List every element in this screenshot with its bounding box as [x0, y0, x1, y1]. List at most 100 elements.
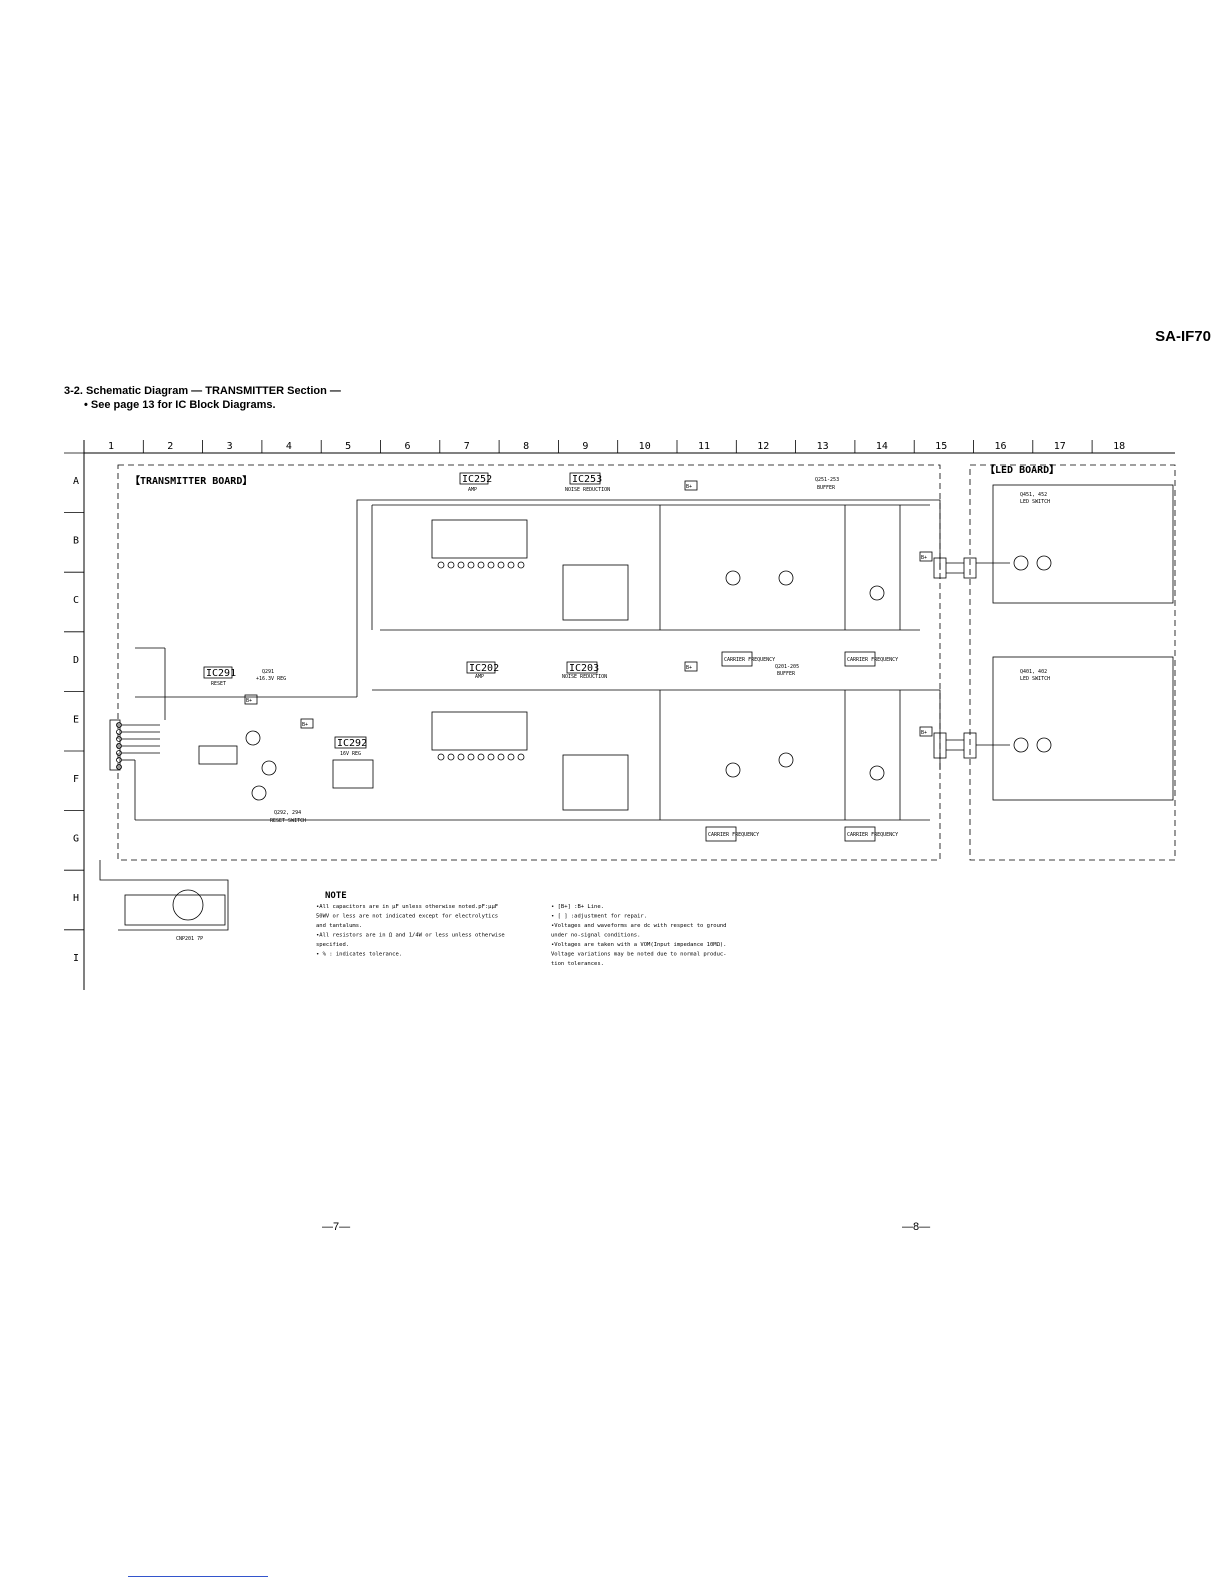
bplus-marker: B+	[919, 551, 933, 562]
svg-text:B+: B+	[302, 722, 308, 728]
svg-text:B+: B+	[921, 555, 927, 561]
note-line: 50WV or less are not indicated except fo…	[316, 914, 498, 920]
q401-label: Q401, 402	[1020, 669, 1047, 675]
ic292-label: IC292 16V REG	[334, 736, 367, 757]
grid-row-label: F	[73, 774, 79, 785]
grid-column-label: 16	[994, 441, 1006, 452]
page-number-left: —7—	[322, 1221, 351, 1233]
model-number: SA-IF70	[1155, 328, 1211, 345]
ic252-label: IC252 AMP	[459, 472, 492, 493]
grid-column-label: 15	[935, 441, 947, 452]
grid-column-label: 8	[523, 441, 529, 452]
q201-role: BUFFER	[777, 671, 796, 677]
note-line: •All resistors are in Ω and 1/4W or less…	[316, 933, 505, 939]
grid-row-label: E	[73, 714, 79, 725]
footer-rule	[128, 1576, 268, 1577]
svg-text:NOISE REDUCTION: NOISE REDUCTION	[562, 674, 607, 680]
note-line: •All capacitors are in μF unless otherwi…	[316, 904, 498, 910]
grid-row-label: G	[73, 834, 79, 845]
grid-column-label: 9	[582, 441, 588, 452]
grid-column-label: 7	[464, 441, 470, 452]
grid-column-label: 3	[227, 441, 233, 452]
svg-text:IC203: IC203	[569, 663, 599, 674]
grid-column-label: 10	[639, 441, 651, 452]
svg-text:IC252: IC252	[462, 474, 492, 485]
led-board-label: 【LED BOARD】	[985, 463, 1059, 476]
svg-text:CARRIER FREQUENCY: CARRIER FREQUENCY	[847, 657, 898, 663]
q291-label: Q291	[262, 669, 274, 675]
ic253-label: IC253 NOISE REDUCTION	[565, 472, 610, 493]
svg-text:16V REG: 16V REG	[340, 751, 361, 757]
grid-column-label: 13	[817, 441, 829, 452]
page-number-right: —8—	[902, 1221, 931, 1233]
ic203-label: IC203 NOISE REDUCTION	[562, 661, 607, 680]
note-line: • % : indicates tolerance.	[316, 952, 402, 958]
q292-role: RESET SWITCH	[270, 818, 306, 824]
note-line: tion tolerances.	[551, 961, 604, 967]
svg-text:AMP: AMP	[468, 487, 477, 493]
ic291-label: IC291 RESET	[203, 666, 236, 687]
note-line: and tantalums.	[316, 923, 362, 929]
q451-role: LED SWITCH	[1020, 499, 1050, 505]
carrier-frequency-box: CARRIER FREQUENCY	[721, 651, 775, 667]
note-line: •Voltages and waveforms are dc with resp…	[551, 923, 727, 929]
grid-column-label: 6	[404, 441, 410, 452]
svg-text:RESET: RESET	[211, 681, 226, 687]
transmitter-board-label: 【TRANSMITTER BOARD】	[130, 474, 252, 487]
section-subtitle: • See page 13 for IC Block Diagrams.	[84, 399, 276, 411]
note-heading: NOTE	[325, 891, 347, 901]
bplus-marker: B+	[684, 480, 698, 491]
q451-label: Q451, 452	[1020, 492, 1047, 498]
bplus-marker: B+	[244, 694, 258, 705]
grid-column-label: 1	[108, 441, 114, 452]
svg-text:IC291: IC291	[206, 668, 236, 679]
svg-text:IC253: IC253	[572, 474, 602, 485]
carrier-frequency-box: CARRIER FREQUENCY	[705, 826, 759, 842]
note-line: under no-signal conditions.	[551, 933, 640, 939]
svg-text:B+: B+	[686, 665, 692, 671]
q251-label: Q251-253	[815, 477, 839, 483]
carrier-frequency-box: CARRIER FREQUENCY	[844, 826, 898, 842]
note-line: •Voltages are taken with a VOM(Input imp…	[551, 942, 727, 948]
grid-column-label: 2	[167, 441, 173, 452]
grid-row-label: I	[73, 953, 79, 964]
bplus-marker: B+	[300, 718, 314, 729]
note-line: Voltage variations may be noted due to n…	[551, 952, 727, 958]
grid-column-label: 12	[757, 441, 769, 452]
grid-column-label: 18	[1113, 441, 1125, 452]
q251-role: BUFFER	[817, 485, 836, 491]
svg-text:B+: B+	[686, 484, 692, 490]
carrier-frequency-box: CARRIER FREQUENCY	[844, 651, 898, 667]
grid-column-label: 11	[698, 441, 710, 452]
svg-text:B+: B+	[921, 730, 927, 736]
grid-column-label: 17	[1054, 441, 1066, 452]
note-line: • [B+] :B+ Line.	[551, 904, 604, 910]
grid-column-label: 5	[345, 441, 351, 452]
section-title: 3-2. Schematic Diagram — TRANSMITTER Sec…	[64, 385, 341, 397]
svg-text:AMP: AMP	[475, 674, 484, 680]
ic202-label: IC202 AMP	[466, 661, 499, 680]
svg-text:IC202: IC202	[469, 663, 499, 674]
note-line: specified.	[316, 942, 349, 948]
notes-right-column: • [B+] :B+ Line. • [ ] :adjustment for re…	[551, 904, 727, 967]
q201-label: Q201-205	[775, 664, 799, 670]
notes-left-column: •All capacitors are in μF unless otherwi…	[316, 904, 505, 958]
svg-text:B+: B+	[246, 698, 252, 704]
grid-row-label: A	[73, 476, 79, 487]
bplus-marker: B+	[684, 661, 698, 672]
note-line: • [ ] :adjustment for repair.	[551, 914, 647, 920]
grid-row-label: D	[73, 655, 79, 666]
q292-label: Q292, 294	[274, 810, 301, 816]
grid-row-label: H	[73, 893, 79, 904]
cnp201-label: CNP201 7P	[176, 936, 203, 942]
svg-text:CARRIER FREQUENCY: CARRIER FREQUENCY	[847, 832, 898, 838]
grid-row-label: B	[73, 536, 79, 547]
q291-role: +16.3V REG	[256, 676, 286, 682]
svg-text:IC292: IC292	[337, 738, 367, 749]
q401-role: LED SWITCH	[1020, 676, 1050, 682]
svg-text:CARRIER FREQUENCY: CARRIER FREQUENCY	[708, 832, 759, 838]
svg-text:CARRIER FREQUENCY: CARRIER FREQUENCY	[724, 657, 775, 663]
